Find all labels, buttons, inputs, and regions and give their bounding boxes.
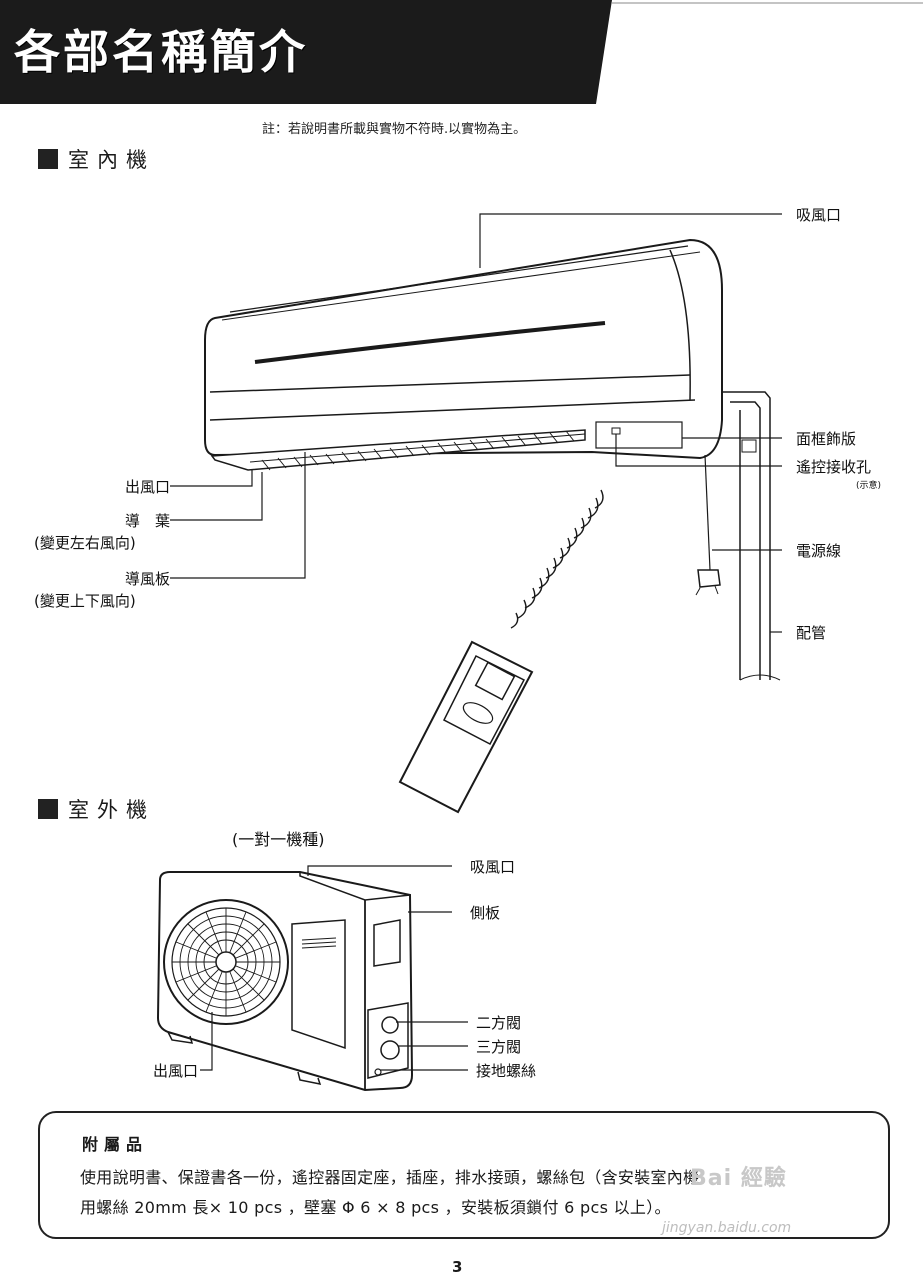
- outdoor-air-outlet-label: 出風口: [152, 1062, 198, 1080]
- louver-label: 導 葉: [124, 512, 170, 530]
- banner-shape: [0, 0, 923, 104]
- baidu-watermark-logo: Bai 經驗: [690, 1166, 787, 1191]
- power-cord-label: 電源線: [796, 542, 842, 560]
- piping-label: 配管: [796, 624, 827, 642]
- accessories-line-1: 使用說明書、保證書各一份，遙控器固定座，插座，排水接頭，螺絲包（含安裝室內機: [80, 1168, 700, 1187]
- outdoor-subtitle: (一對一機種): [232, 830, 325, 849]
- front-panel-label: 面框飾版: [796, 430, 857, 448]
- indoor-unit-illustration: [204, 238, 781, 681]
- remote-signal-waves: [510, 489, 604, 629]
- outdoor-unit-illustration: [156, 871, 414, 1092]
- deflector-label: 導風板: [124, 570, 170, 588]
- bullet-square-icon: [38, 149, 58, 169]
- indoor-section-header: 室內機: [38, 144, 155, 174]
- outdoor-section-title: 室外機: [68, 798, 155, 822]
- outdoor-air-inlet-label: 吸風口: [470, 858, 516, 876]
- indoor-air-outlet-label: 出風口: [124, 478, 170, 496]
- indoor-leader-lines: [170, 213, 782, 633]
- remote-receiver-note: (示意): [856, 481, 882, 491]
- accessories-box: 附屬品 使用說明書、保證書各一份，遙控器固定座，插座，排水接頭，螺絲包（含安裝室…: [38, 1111, 890, 1239]
- page-title: 各部名稱簡介: [14, 25, 308, 79]
- three-way-valve-label: 三方閥: [476, 1038, 522, 1056]
- header-banner: 各部名稱簡介: [0, 0, 923, 108]
- accessories-title: 附屬品: [82, 1135, 149, 1154]
- remote-control-icon: [398, 640, 534, 814]
- bullet-square-icon: [38, 799, 58, 819]
- indoor-section-title: 室內機: [68, 148, 155, 172]
- illustration-canvas: [156, 213, 782, 1092]
- two-way-valve-label: 二方閥: [476, 1014, 522, 1032]
- remote-receiver-label: 遙控接收孔: [796, 458, 872, 476]
- louver-note: (變更左右風向): [34, 534, 136, 552]
- page-number: 3: [452, 1258, 463, 1276]
- side-panel-label: 側板: [470, 904, 501, 922]
- deflector-note: (變更上下風向): [34, 592, 136, 610]
- outdoor-leader-lines: [200, 865, 468, 1071]
- disclaimer-note: 註：若說明書所載與實物不符時.以實物為主。: [262, 122, 527, 137]
- outdoor-section-header: 室外機: [38, 794, 155, 824]
- ground-screw-label: 接地螺絲: [476, 1062, 537, 1080]
- accessories-body: 使用說明書、保證書各一份，遙控器固定座，插座，排水接頭，螺絲包（含安裝室內機 用…: [80, 1163, 870, 1223]
- indoor-air-inlet-label: 吸風口: [796, 206, 842, 224]
- accessories-line-2: 用螺絲 20mm 長× 10 pcs ，壁塞 Φ 6 × 8 pcs ，安裝板須…: [80, 1198, 671, 1217]
- baidu-watermark-url: jingyan.baidu.com: [662, 1220, 792, 1236]
